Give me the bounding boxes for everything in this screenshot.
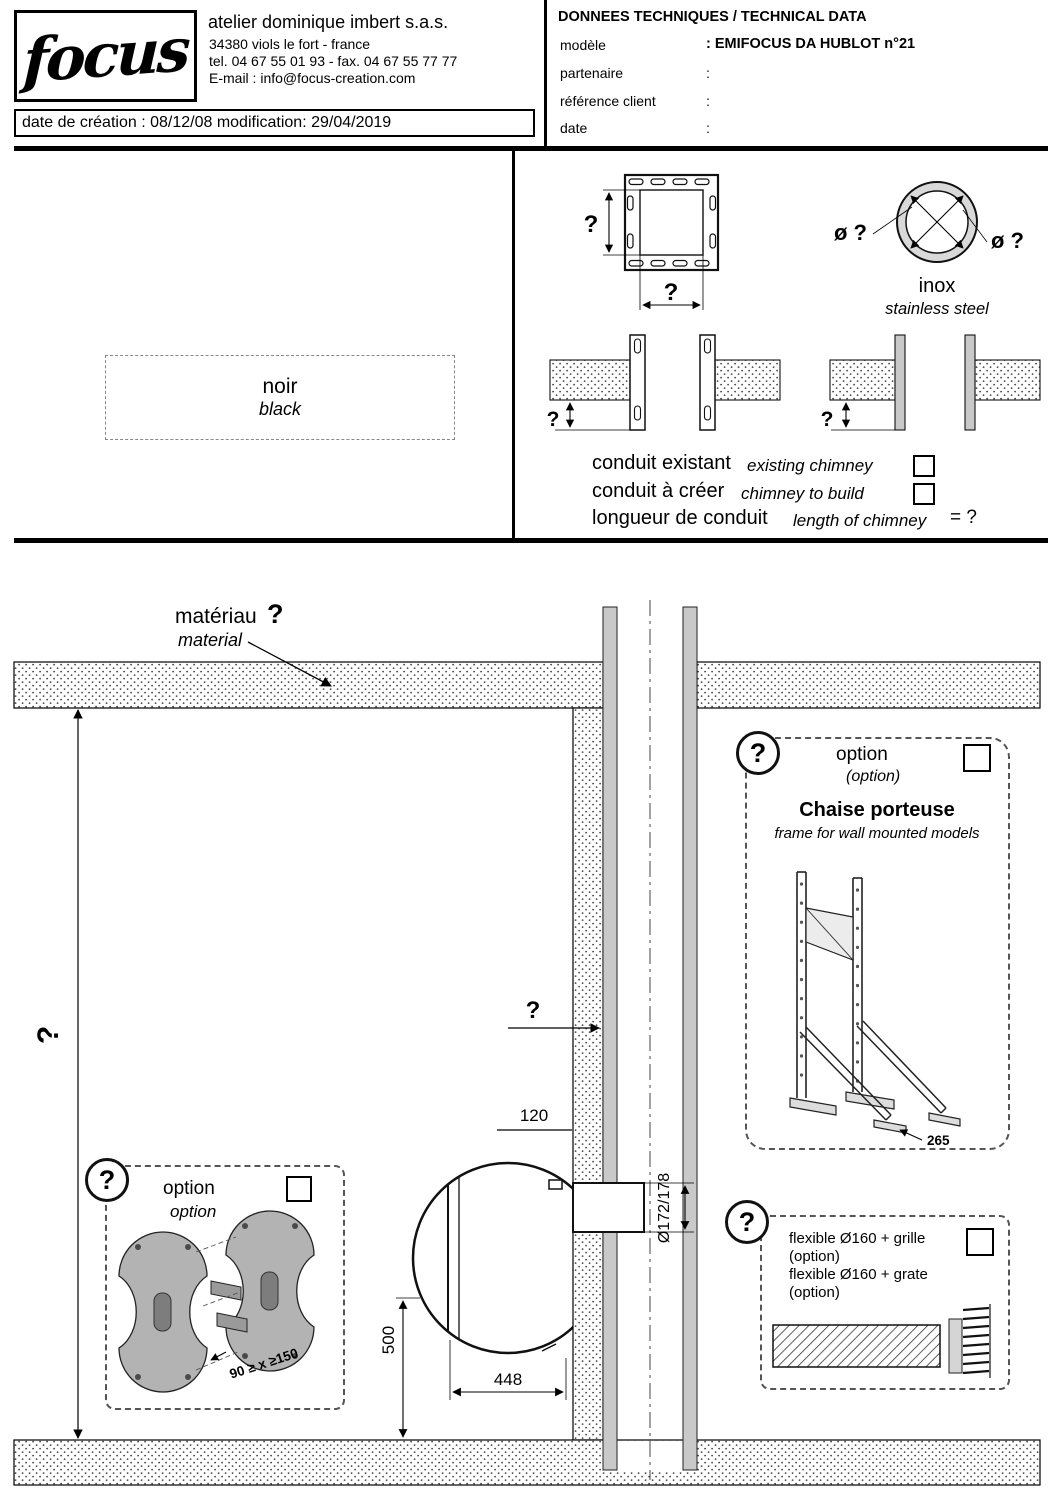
option-frame-q-badge: ?	[736, 731, 780, 775]
conduit-existing-checkbox[interactable]	[913, 455, 935, 477]
dim-wall-thickness: ?	[526, 997, 541, 1024]
partner-value: :	[706, 65, 710, 81]
option-frame-drawing: 265	[789, 871, 961, 1148]
wall	[572, 707, 604, 1441]
conduit-length-label-fr: longueur de conduit	[592, 507, 768, 529]
finish-color-fr: noir	[262, 375, 298, 398]
conduit-build-label-en: chimney to build	[741, 484, 864, 503]
dim-pipe-diameter: Ø172/178	[656, 1173, 673, 1243]
header-rule	[14, 146, 1048, 151]
option-plates-checkbox[interactable]	[286, 1176, 312, 1202]
company-email: E-mail : info@focus-creation.com	[209, 70, 416, 86]
inox-label-fr: inox	[919, 275, 956, 297]
material-label-en: material	[178, 630, 243, 650]
option-plates-drawing: 90 ≥ x ≥150	[118, 1210, 315, 1393]
client-ref-label: référence client	[560, 93, 656, 109]
option-frame-title-fr: Chaise porteuse	[799, 799, 955, 821]
square-flue-wall: ?	[547, 334, 781, 431]
square-height-dim: ?	[584, 211, 599, 238]
date-label: date	[560, 120, 588, 136]
option-plates-label-fr: option	[163, 1178, 215, 1199]
square-width-dim: ?	[664, 279, 679, 306]
option-frame-label-fr: option	[836, 744, 888, 765]
round-flue-section: ø ? ø ? inox stainless steel	[834, 181, 1024, 318]
option-flex-line1: flexible Ø160 + grille	[789, 1230, 926, 1247]
finish-color-box: noir black	[105, 355, 455, 440]
square-flue-section: ? ?	[584, 173, 720, 310]
option-flex-q-badge: ?	[725, 1200, 769, 1244]
date-value: :	[706, 120, 710, 136]
partner-label: partenaire	[560, 65, 624, 81]
focus-logo-text: focus	[22, 15, 189, 97]
option-flex-checkbox[interactable]	[966, 1228, 994, 1256]
inox-label-en: stainless steel	[885, 300, 990, 318]
ceiling-left	[13, 661, 604, 709]
company-address: 34380 viols le fort - france	[209, 36, 371, 52]
option-plates-q-badge: ?	[85, 1158, 129, 1202]
option-flex-box	[760, 1215, 1010, 1390]
floor	[13, 1439, 1041, 1486]
company-phone: tel. 04 67 55 01 93 - fax. 04 67 55 77 7…	[209, 53, 458, 69]
section-divider-line	[512, 151, 515, 538]
dimension-annotations: ? ? 120 Ø172/178 500 448	[32, 641, 694, 1439]
option-frame-box	[745, 737, 1010, 1150]
creation-date-line: date de création : 08/12/08 modification…	[14, 109, 535, 137]
flue-diagrams: ? ? ø ? ø ? inox stainless steel	[547, 173, 1041, 431]
option-flex-line1-opt: (option)	[789, 1248, 840, 1265]
material-arrow	[247, 641, 332, 687]
company-name: atelier dominique imbert s.a.s.	[208, 12, 449, 32]
round-flue-wall: ?	[821, 334, 1041, 431]
flexible-duct	[772, 1324, 941, 1368]
header-divider-line	[544, 0, 547, 146]
dim-265: 265	[927, 1133, 950, 1148]
installation-drawing: ? ? 120 Ø172/178 500 448	[13, 600, 1041, 1486]
option-frame-label-en: (option)	[846, 768, 901, 785]
grate	[962, 1306, 990, 1375]
wall-duct	[572, 1182, 645, 1233]
material-q: ?	[267, 599, 284, 629]
dim-448: 448	[494, 1370, 522, 1389]
ceiling-right	[696, 661, 1041, 709]
conduit-existing-label-fr: conduit existant	[592, 452, 731, 474]
square-depth-dim: ?	[547, 408, 560, 431]
option-flex-line2-opt: (option)	[789, 1284, 840, 1301]
building-structure	[13, 661, 1041, 1486]
conduit-length-label-en: length of chimney	[793, 511, 927, 530]
chimney-pipe	[602, 606, 698, 1472]
option-frame-checkbox[interactable]	[963, 744, 991, 772]
option-flex-line2: flexible Ø160 + grate	[789, 1266, 928, 1283]
conduit-existing-label-en: existing chimney	[747, 456, 873, 475]
tech-data-title: DONNEES TECHNIQUES / TECHNICAL DATA	[558, 9, 867, 25]
section-rule	[14, 538, 1048, 543]
finish-color-en: black	[258, 399, 302, 419]
conduit-build-checkbox[interactable]	[913, 483, 935, 505]
dim-500: 500	[379, 1326, 398, 1354]
model-value: : EMIFOCUS DA HUBLOT n°21	[706, 36, 916, 52]
conduit-length-value: = ?	[950, 507, 977, 528]
material-label-fr: matériau	[175, 605, 257, 628]
dim-120: 120	[520, 1106, 548, 1125]
round-depth-dim: ?	[821, 408, 834, 431]
model-label: modèle	[560, 37, 606, 53]
client-ref-value: :	[706, 93, 710, 109]
round-dia-dim-right: ø ?	[991, 228, 1024, 253]
option-plates-label-en: option	[170, 1202, 217, 1221]
option-flex-drawing	[772, 1304, 991, 1378]
focus-logo: focus	[14, 10, 197, 102]
dim-room-height: ?	[32, 1026, 65, 1044]
option-frame-title-en: frame for wall mounted models	[774, 825, 980, 842]
door-knob	[548, 1179, 563, 1190]
conduit-build-label-fr: conduit à créer	[592, 480, 725, 502]
round-dia-dim-left: ø ?	[834, 220, 867, 245]
option-plates-box	[105, 1165, 345, 1410]
